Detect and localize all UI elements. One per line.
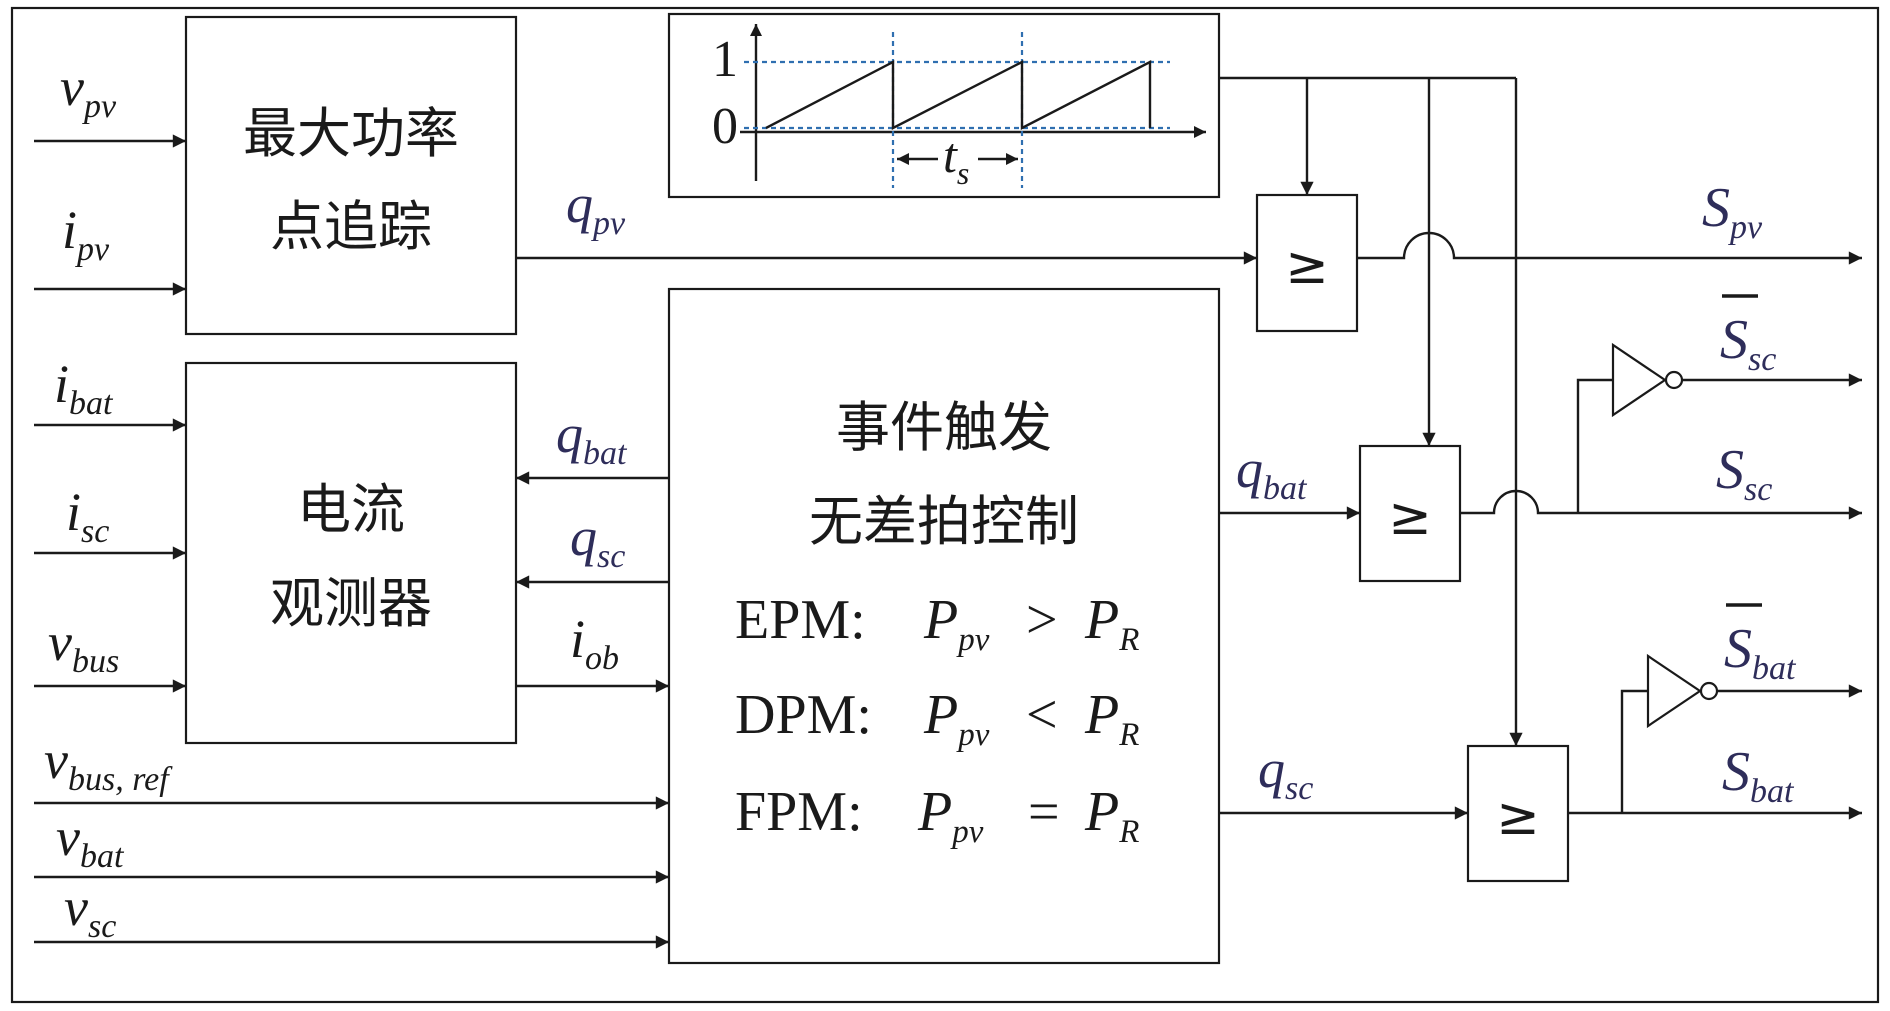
comparator-bat: ≥ [1358,444,1462,583]
level-low-label: 0 [712,98,738,155]
label-v-bus: vbus [48,612,119,680]
svg-text:Ppv: Ppv [923,684,990,753]
label-v-bus-ref: vbus, ref [44,730,173,798]
svg-text:=: = [1028,781,1060,843]
wire-to-not-sc [1576,378,1613,513]
svg-text:DPM:: DPM: [735,684,872,746]
mppt-label-line1: 最大功率 [243,102,459,165]
label-q-sc-comparator: qsc [1258,739,1313,807]
label-q-bat-comparator: qbat [1236,439,1308,507]
svg-text:PR: PR [1084,781,1139,850]
label-s-pv: Spv [1702,177,1763,246]
controller-label-line2: 无差拍控制 [809,490,1079,553]
label-q-pv: qpv [566,174,626,242]
label-v-sc: vsc [64,877,116,945]
svg-text:≥: ≥ [1496,787,1540,847]
mode-fpm: FPM: Ppv = PR [735,781,1139,850]
label-v-pv: vpv [60,57,117,125]
svg-text:Ppv: Ppv [917,781,984,850]
svg-text:Ssc: Ssc [1720,309,1776,378]
label-s-sc: Ssc [1716,439,1772,508]
label-s-sc-bar: Ssc [1720,294,1776,378]
controller-label-line1: 事件触发 [836,396,1052,459]
mode-dpm: DPM: Ppv < PR [735,684,1139,753]
mppt-block: 最大功率 点追踪 [184,15,518,336]
svg-text:PR: PR [1084,589,1139,658]
sawtooth-wave [765,60,1152,130]
label-i-ob: iob [570,609,619,677]
wire-s-sc [1460,489,1863,520]
label-s-bat: Sbat [1722,741,1795,810]
svg-text:PR: PR [1084,684,1139,753]
level-high-label: 1 [712,31,738,88]
label-s-bat-bar: Sbat [1724,603,1797,687]
comparator-pv: ≥ [1255,193,1359,333]
mppt-label-line2: 点追踪 [270,195,432,258]
label-i-pv: ipv [62,200,110,268]
label-q-bat-observer: qbat [556,404,628,472]
wire-to-not-bat [1620,689,1648,813]
event-triggered-deadbeat-controller: 事件触发 无差拍控制 EPM: Ppv > PR DPM: Ppv < PR F… [667,287,1221,965]
svg-text:EPM:: EPM: [735,589,866,651]
comparator-sc: ≥ [1466,744,1570,883]
label-i-sc: isc [66,482,109,550]
label-q-sc-observer: qsc [570,507,625,575]
observer-label-line2: 观测器 [270,572,432,635]
svg-text:Sbat: Sbat [1724,618,1797,687]
observer-label-line1: 电流 [297,478,405,541]
carrier-block: 1 0 ts [667,12,1221,199]
svg-text:≥: ≥ [1285,236,1329,296]
current-observer-block: 电流 观测器 [184,361,518,745]
svg-text:FPM:: FPM: [735,781,863,843]
svg-text:Ppv: Ppv [923,589,990,658]
period-label: ts [943,127,969,191]
svg-text:<: < [1026,684,1058,746]
label-v-bat: vbat [56,807,125,875]
svg-text:>: > [1026,589,1058,651]
mode-epm: EPM: Ppv > PR [735,589,1139,658]
svg-text:≥: ≥ [1388,487,1432,547]
label-i-bat: ibat [54,354,114,422]
wire-s-pv [1357,231,1863,265]
